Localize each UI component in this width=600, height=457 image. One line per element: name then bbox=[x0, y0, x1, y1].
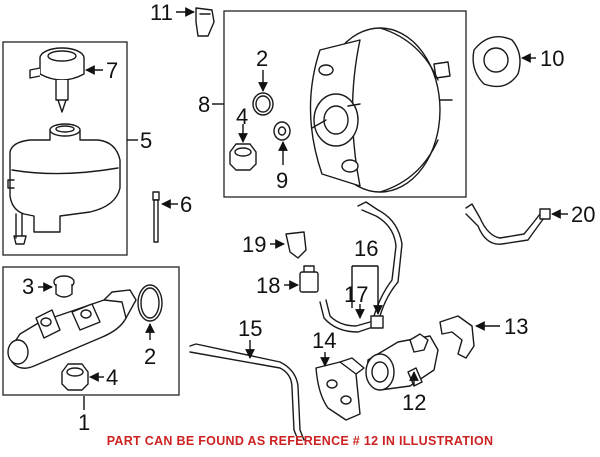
master-cylinder-group-box bbox=[2, 266, 180, 396]
booster-gasket bbox=[472, 36, 521, 88]
callout-5: 5 bbox=[140, 128, 152, 153]
callout-1: 1 bbox=[78, 410, 90, 435]
callout-2-bottom: 2 bbox=[144, 344, 156, 369]
reservoir-cap bbox=[29, 47, 85, 113]
callout-7: 7 bbox=[106, 58, 118, 83]
pump-bracket bbox=[315, 357, 365, 421]
master-cylinder bbox=[7, 289, 137, 369]
callout-10: 10 bbox=[540, 46, 564, 71]
callout-3: 3 bbox=[22, 274, 34, 299]
booster-washer-hole bbox=[277, 126, 287, 136]
booster-washer bbox=[273, 121, 291, 141]
booster-o-ring bbox=[252, 92, 274, 116]
callout-16: 16 bbox=[354, 236, 378, 261]
brake-line bbox=[189, 343, 305, 441]
callout-9: 9 bbox=[276, 168, 288, 193]
reservoir-group-box bbox=[2, 41, 128, 256]
pump-mount-bracket bbox=[439, 315, 475, 359]
hose-clip bbox=[285, 231, 307, 259]
booster-nut bbox=[229, 143, 257, 171]
footer-note: PART CAN BE FOUND AS REFERENCE # 12 IN I… bbox=[106, 434, 494, 448]
vacuum-hose bbox=[465, 203, 551, 245]
leader-16 bbox=[351, 265, 378, 314]
callout-18: 18 bbox=[256, 273, 280, 298]
master-cylinder-nut bbox=[61, 363, 89, 391]
vacuum-sensor bbox=[195, 7, 215, 37]
callout-13: 13 bbox=[504, 314, 528, 339]
brake-switch bbox=[299, 265, 319, 293]
callout-2-top: 2 bbox=[256, 46, 268, 71]
callout-17: 17 bbox=[344, 282, 368, 307]
callout-8: 8 bbox=[198, 92, 210, 117]
callout-19: 19 bbox=[242, 232, 266, 257]
brake-booster bbox=[309, 27, 453, 193]
brake-fluid-reservoir bbox=[7, 123, 121, 245]
master-cylinder-seal-inner bbox=[140, 287, 160, 319]
callout-15: 15 bbox=[238, 316, 262, 341]
vacuum-pump bbox=[365, 333, 439, 391]
vacuum-line bbox=[319, 201, 403, 333]
callout-20: 20 bbox=[571, 202, 595, 227]
callout-6: 6 bbox=[180, 192, 192, 217]
callout-11: 11 bbox=[150, 0, 173, 25]
master-cylinder-seal bbox=[137, 284, 163, 322]
booster-o-ring-inner bbox=[255, 95, 271, 113]
master-cylinder-plug bbox=[53, 275, 75, 298]
callout-4-top: 4 bbox=[236, 104, 248, 129]
callout-14: 14 bbox=[312, 328, 336, 353]
callout-12: 12 bbox=[402, 390, 426, 415]
mounting-stud bbox=[152, 191, 160, 243]
callout-4-bottom: 4 bbox=[106, 365, 118, 390]
